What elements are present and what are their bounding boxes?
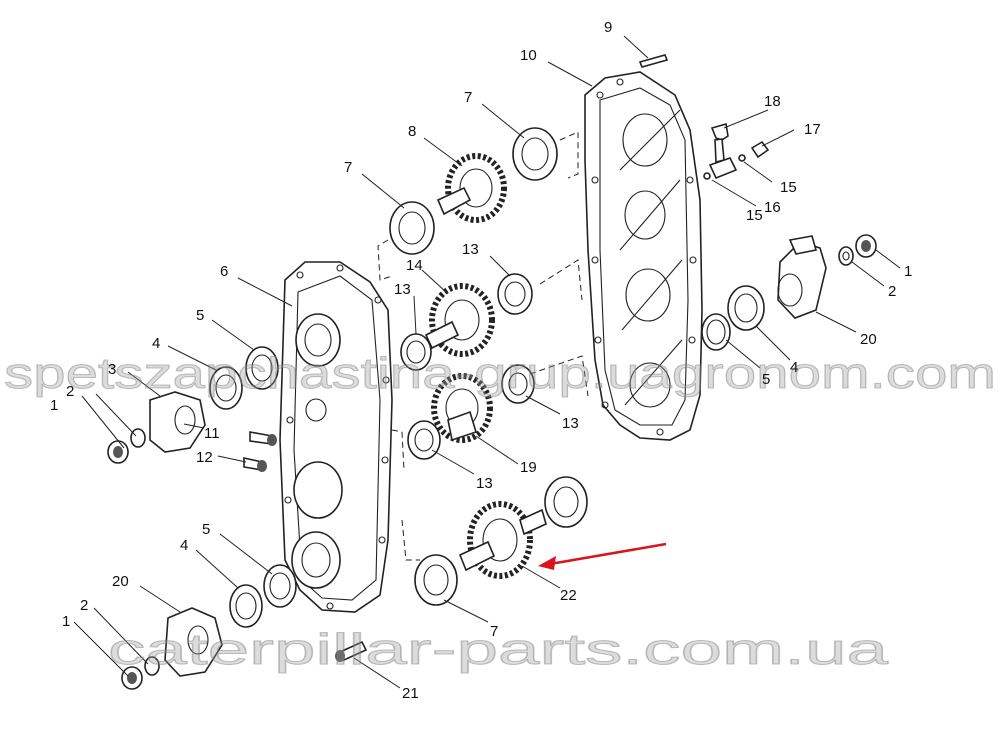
watermark-bottom: caterpillar-parts.com.ua [108, 625, 889, 674]
ring-part-5-left-bottom [263, 564, 297, 608]
highlight-arrow [538, 542, 667, 570]
yoke-part-20-right [777, 235, 827, 319]
callout-14: 14 [406, 257, 423, 274]
watermark-top: spetszapchastina-grup.uagronom.com [4, 349, 996, 398]
callout-22: 22 [560, 587, 577, 604]
bearing-part-7-left [389, 201, 435, 255]
callout-4-right: 4 [790, 359, 798, 376]
callout-20-left: 20 [112, 573, 129, 590]
callout-4-left-bottom: 4 [180, 537, 188, 554]
callout-18: 18 [764, 93, 781, 110]
callout-19: 19 [520, 459, 537, 476]
seal-part-4-left-bottom [229, 584, 263, 628]
callout-20-right: 20 [860, 331, 877, 348]
callout-7-top: 7 [464, 89, 472, 106]
callout-17: 17 [804, 121, 821, 138]
callout-7-left: 7 [344, 159, 352, 176]
bolt-part-21 [335, 640, 368, 662]
washer-part-2-right [838, 246, 854, 266]
bearing-part-13-mid [501, 364, 535, 404]
nut-part-1-right [855, 234, 877, 258]
callout-7-bottom: 7 [490, 623, 498, 640]
callout-2-left-top: 2 [66, 383, 74, 400]
callout-1-right: 1 [904, 263, 912, 280]
yoke-part-20-left [164, 607, 223, 677]
callout-15-right: 15 [780, 179, 797, 196]
callout-1-left-top: 1 [50, 397, 58, 414]
callout-5-left-bottom: 5 [202, 521, 210, 538]
bearing-part-7-bottom [414, 554, 458, 606]
seal-part-4-right [727, 285, 765, 331]
callout-10: 10 [520, 47, 537, 64]
yoke-part-3-left [149, 391, 206, 453]
callout-12: 12 [196, 449, 213, 466]
callout-labels: 9 10 7 18 17 8 7 15 15 16 13 6 14 13 1 2… [50, 19, 912, 702]
gear-part-22 [458, 501, 547, 579]
callout-13-right: 13 [562, 415, 579, 432]
callout-13-left: 13 [394, 281, 411, 298]
bearing-part-7-top [512, 127, 558, 181]
bearing-part-13-left [400, 333, 432, 371]
callout-16: 16 [764, 199, 781, 216]
breather-part-18 [710, 122, 729, 164]
callout-2-right: 2 [888, 283, 896, 300]
callout-13-top: 13 [462, 241, 479, 258]
bolt-part-11 [249, 431, 277, 446]
callout-21: 21 [402, 685, 419, 702]
bearing-part-13-lower [407, 420, 441, 460]
leader-lines [73, 35, 901, 689]
callout-4-left-top: 4 [152, 335, 160, 352]
nut-part-1-left-top [107, 440, 129, 464]
washer-part-2-left-top [130, 428, 146, 448]
gear-part-8 [436, 153, 507, 223]
callout-6: 6 [220, 263, 228, 280]
callout-1-left-bottom: 1 [62, 613, 70, 630]
gear-part-14 [424, 283, 495, 357]
plug-part-17 [750, 140, 770, 159]
callout-8: 8 [408, 123, 416, 140]
bearing-part-13-upper [497, 273, 533, 315]
alignment-lines [377, 131, 589, 561]
front-housing-part-6 [279, 261, 393, 613]
callout-11: 11 [204, 425, 220, 442]
rear-housing-part-10 [584, 71, 703, 441]
callout-15-lower: 15 [746, 207, 763, 224]
callout-3: 3 [108, 361, 116, 378]
nut-part-1-left-bottom [121, 666, 143, 690]
bolt-part-12 [243, 457, 267, 472]
callout-5-left-top: 5 [196, 307, 204, 324]
ring-part-5-right [701, 313, 731, 351]
fitting-part-16 [703, 154, 746, 180]
gear-part-19 [431, 373, 493, 443]
washer-part-2-left-bottom [144, 656, 160, 676]
callout-2-left-bottom: 2 [80, 597, 88, 614]
callout-9: 9 [604, 19, 612, 36]
seal-part-4-left-top [209, 366, 243, 410]
bearing-part-7-lower-right [544, 476, 588, 528]
callout-5-right: 5 [762, 371, 770, 388]
ring-part-5-left-top [245, 346, 279, 390]
dowel-pin-part-9 [638, 54, 669, 68]
callout-13-bottom: 13 [476, 475, 493, 492]
